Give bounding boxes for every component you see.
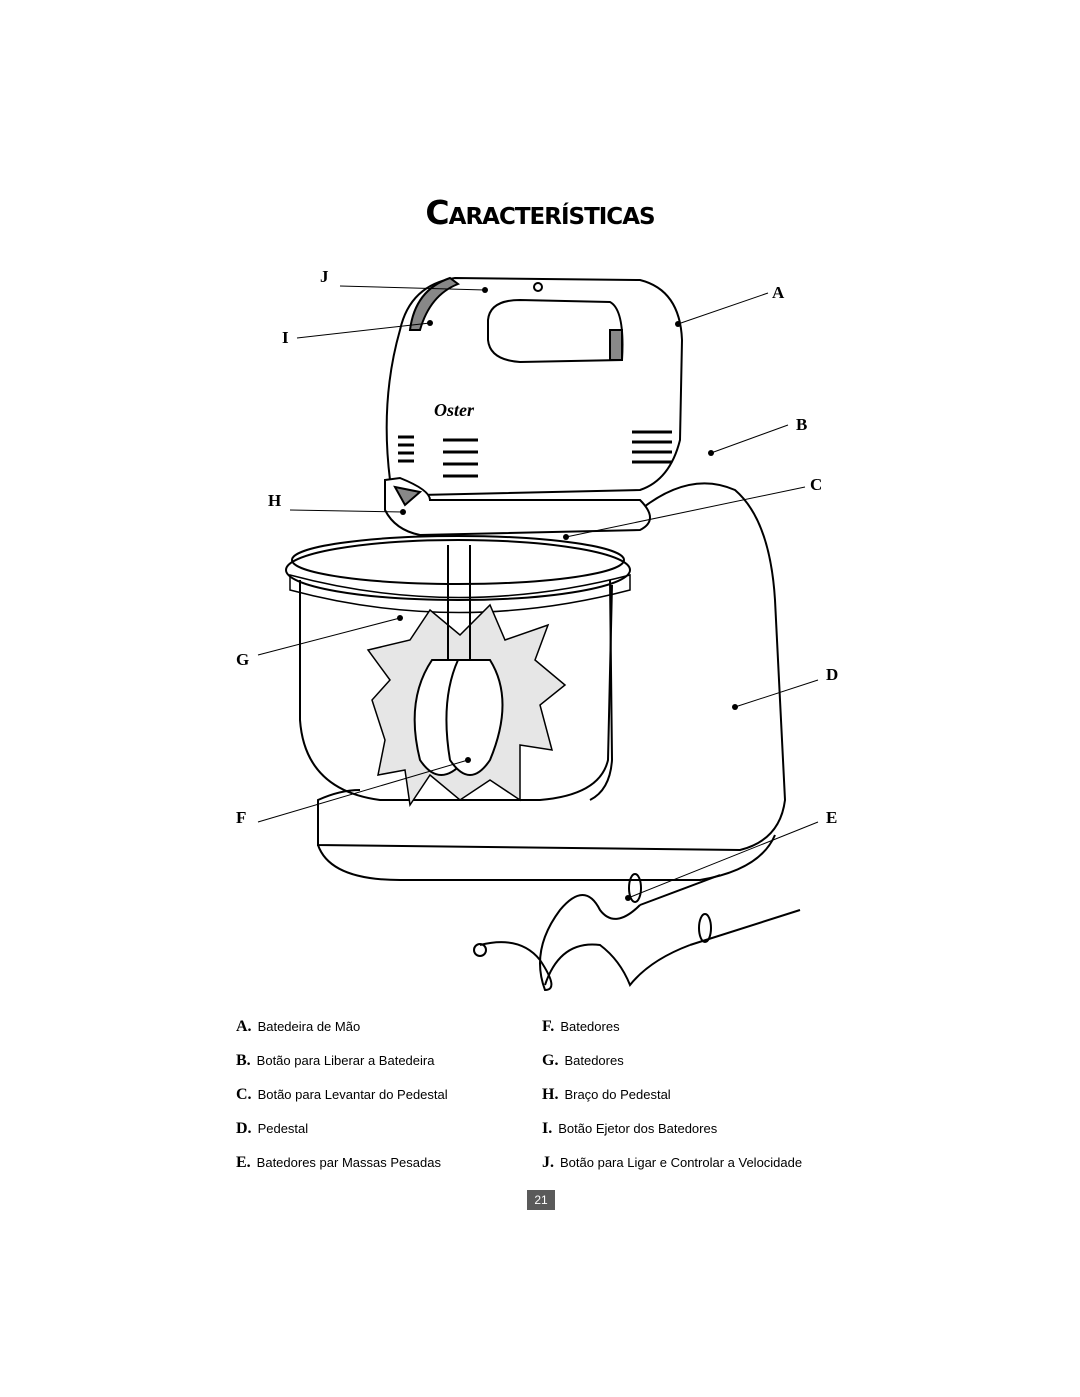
page-title: Características xyxy=(425,193,655,232)
callout-f: F xyxy=(236,808,246,827)
bowl xyxy=(299,580,613,801)
legend-item: I.Botão Ejetor dos Batedores xyxy=(542,1120,718,1137)
legend-item: G.Batedores xyxy=(542,1052,624,1069)
stand-arm xyxy=(384,476,651,537)
beaters xyxy=(413,545,504,776)
callout-i: I xyxy=(282,328,289,347)
legend-item: B.Botão para Liberar a Batedeira xyxy=(236,1052,435,1069)
page-number: 21 xyxy=(527,1190,555,1210)
callout-g: G xyxy=(236,650,249,669)
callout-e: E xyxy=(826,808,837,827)
callout-h: H xyxy=(268,491,281,510)
callout-j: J xyxy=(320,267,329,286)
legend-item: A.Batedeira de Mão xyxy=(236,1018,361,1035)
legend-item: E.Batedores par Massas Pesadas xyxy=(236,1154,441,1171)
oster-logo: Oster xyxy=(434,400,475,420)
legend-item: D.Pedestal xyxy=(236,1120,309,1137)
callout-c: C xyxy=(810,475,822,494)
legend-left: A.Batedeira de Mão B.Botão para Liberar … xyxy=(236,1018,526,1178)
legend-right: F.Batedores G.Batedores H.Braço do Pedes… xyxy=(542,1018,862,1178)
legend-item: F.Batedores xyxy=(542,1018,620,1035)
legend-item: C.Botão para Levantar do Pedestal xyxy=(236,1086,448,1103)
callout-d: D xyxy=(826,665,838,684)
callout-b: B xyxy=(796,415,807,434)
pedestal xyxy=(317,482,787,852)
dough-hooks xyxy=(473,873,801,992)
callout-a: A xyxy=(772,283,785,302)
legend-item: J.Botão para Ligar e Controlar a Velocid… xyxy=(542,1154,803,1171)
legend-item: H.Braço do Pedestal xyxy=(542,1086,671,1103)
